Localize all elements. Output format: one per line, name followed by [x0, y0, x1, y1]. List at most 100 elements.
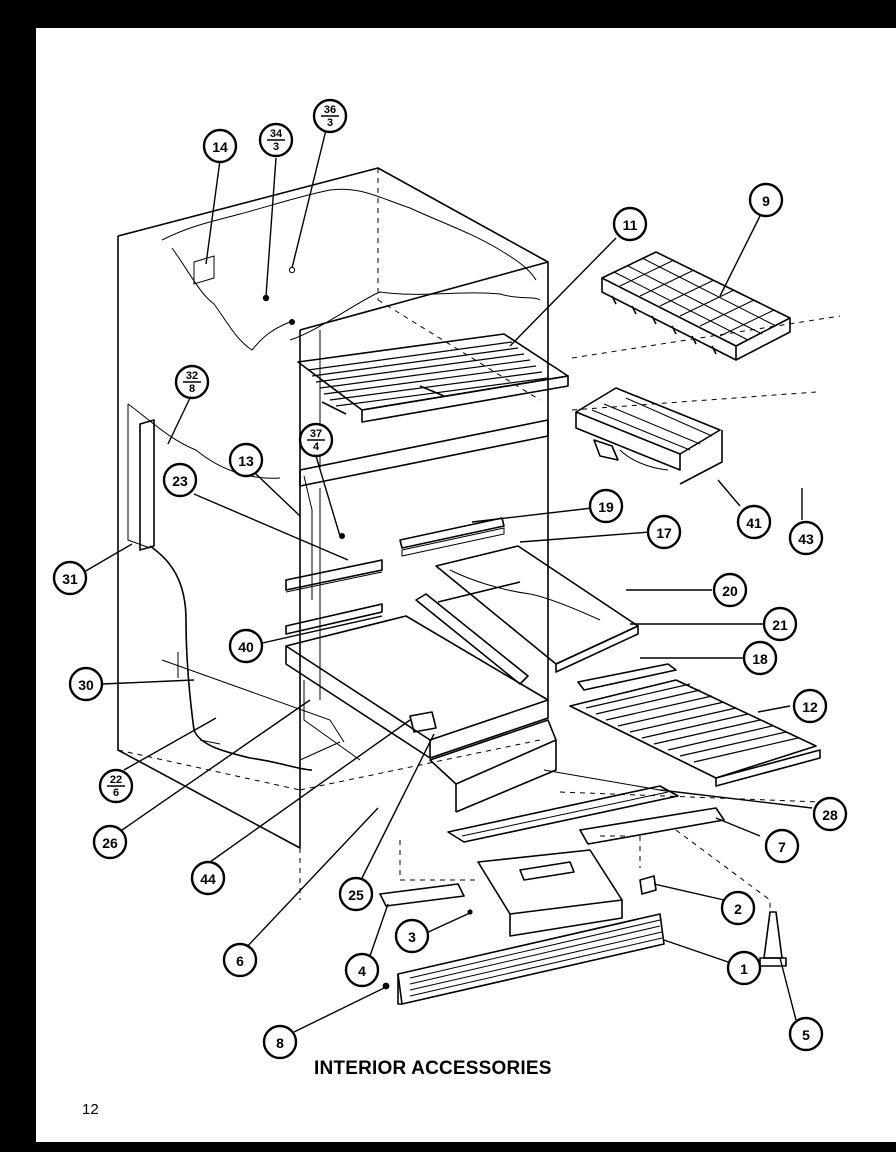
alignment-lines — [299, 315, 841, 900]
callout-number-top: 34 — [270, 128, 283, 140]
callout-number: 19 — [598, 499, 614, 515]
callout-circle — [338, 876, 374, 912]
callout-circle — [344, 952, 380, 988]
diagram-title: INTERIOR ACCESSORIES — [314, 1058, 552, 1079]
callout-40: 40 — [228, 628, 264, 664]
callout-circle — [726, 950, 762, 986]
callout-12: 12 — [792, 688, 828, 724]
ice-cube-tray — [601, 251, 791, 361]
callout-3: 3 — [394, 918, 430, 954]
callout-8: 8 — [262, 1024, 298, 1060]
callout-number: 25 — [348, 887, 364, 903]
callout-number: 9 — [762, 193, 770, 209]
callout-23: 23 — [162, 462, 198, 498]
callout-circle — [712, 572, 748, 608]
callout-circle — [222, 942, 258, 978]
callout-number-top: 22 — [110, 774, 122, 786]
callout-circle — [68, 666, 104, 702]
callout-13: 13 — [228, 442, 264, 478]
callout-36-3: 363 — [312, 98, 348, 134]
crisper-pan — [285, 615, 549, 761]
callout-14: 14 — [202, 128, 238, 164]
callout-number: 14 — [212, 139, 228, 155]
callout-number: 21 — [772, 617, 788, 633]
callout-21: 21 — [762, 606, 798, 642]
callout-28: 28 — [812, 796, 848, 832]
callout-5: 5 — [788, 1016, 824, 1052]
callout-37-4: 374 — [298, 422, 334, 458]
callout-number: 3 — [408, 929, 416, 945]
callout-2: 2 — [720, 890, 756, 926]
callout-number: 30 — [78, 677, 94, 693]
callout-number: 4 — [358, 963, 366, 979]
callout-19: 19 — [588, 488, 624, 524]
callout-circle — [92, 824, 128, 860]
callout-17: 17 — [646, 514, 682, 550]
callout-number: 20 — [722, 583, 738, 599]
callout-circle — [202, 128, 238, 164]
callout-number-top: 32 — [186, 370, 198, 382]
callout-number-bottom: 6 — [113, 787, 119, 799]
callout-circle — [588, 488, 624, 524]
callout-circle — [262, 1024, 298, 1060]
callout-32-8: 328 — [174, 364, 210, 400]
callout-number: 12 — [802, 699, 818, 715]
callout-number: 7 — [778, 839, 786, 855]
callout-number-bottom: 3 — [273, 141, 279, 153]
refrigerator-cabinet — [117, 167, 549, 849]
callout-circle — [394, 918, 430, 954]
leveling-leg — [759, 911, 787, 967]
callout-18: 18 — [742, 640, 778, 676]
callout-number: 40 — [238, 639, 254, 655]
callout-circle — [612, 206, 648, 242]
callout-circle — [190, 860, 226, 896]
callout-34-3: 343 — [258, 122, 294, 158]
callout-31: 31 — [52, 560, 88, 596]
toe-grille — [382, 913, 665, 1005]
callout-circle — [792, 688, 828, 724]
callout-circle — [720, 890, 756, 926]
callout-number: 23 — [172, 473, 188, 489]
callout-number: 44 — [200, 871, 216, 887]
callout-circle — [228, 442, 264, 478]
callout-number: 5 — [802, 1027, 810, 1043]
callout-circle — [228, 628, 264, 664]
callout-11: 11 — [612, 206, 648, 242]
callout-circle — [162, 462, 198, 498]
freezer-wire-shelf — [297, 333, 569, 423]
callout-number: 2 — [734, 901, 742, 917]
callout-circle — [52, 560, 88, 596]
callout-circle — [788, 1016, 824, 1052]
callout-25: 25 — [338, 876, 374, 912]
callout-number: 28 — [822, 807, 838, 823]
callout-circle — [646, 514, 682, 550]
callout-44: 44 — [190, 860, 226, 896]
page-number: 12 — [82, 1101, 99, 1118]
callout-number-top: 37 — [310, 428, 322, 440]
callout-circle — [742, 640, 778, 676]
callout-layer: 1434336311932837413231917414331202140183… — [52, 98, 848, 1060]
shelf-rails — [285, 475, 505, 635]
callout-circle — [762, 606, 798, 642]
callout-number: 13 — [238, 453, 254, 469]
callout-20: 20 — [712, 572, 748, 608]
leader-lines — [83, 129, 813, 1033]
callout-number: 6 — [236, 953, 244, 969]
callout-number: 1 — [740, 961, 748, 977]
callout-circle — [812, 796, 848, 832]
callout-number: 31 — [62, 571, 78, 587]
glass-shelf-frame — [415, 545, 639, 685]
callout-number: 18 — [752, 651, 768, 667]
callout-number: 43 — [798, 531, 814, 547]
callout-7: 7 — [764, 828, 800, 864]
callout-number: 17 — [656, 525, 672, 541]
callout-number: 11 — [623, 217, 638, 233]
callout-41: 41 — [736, 504, 772, 540]
callout-circle — [764, 828, 800, 864]
callout-number: 8 — [276, 1035, 284, 1051]
callout-26: 26 — [92, 824, 128, 860]
callout-number: 41 — [746, 515, 762, 531]
callout-22-6: 226 — [98, 768, 134, 804]
callout-circle — [748, 182, 784, 218]
